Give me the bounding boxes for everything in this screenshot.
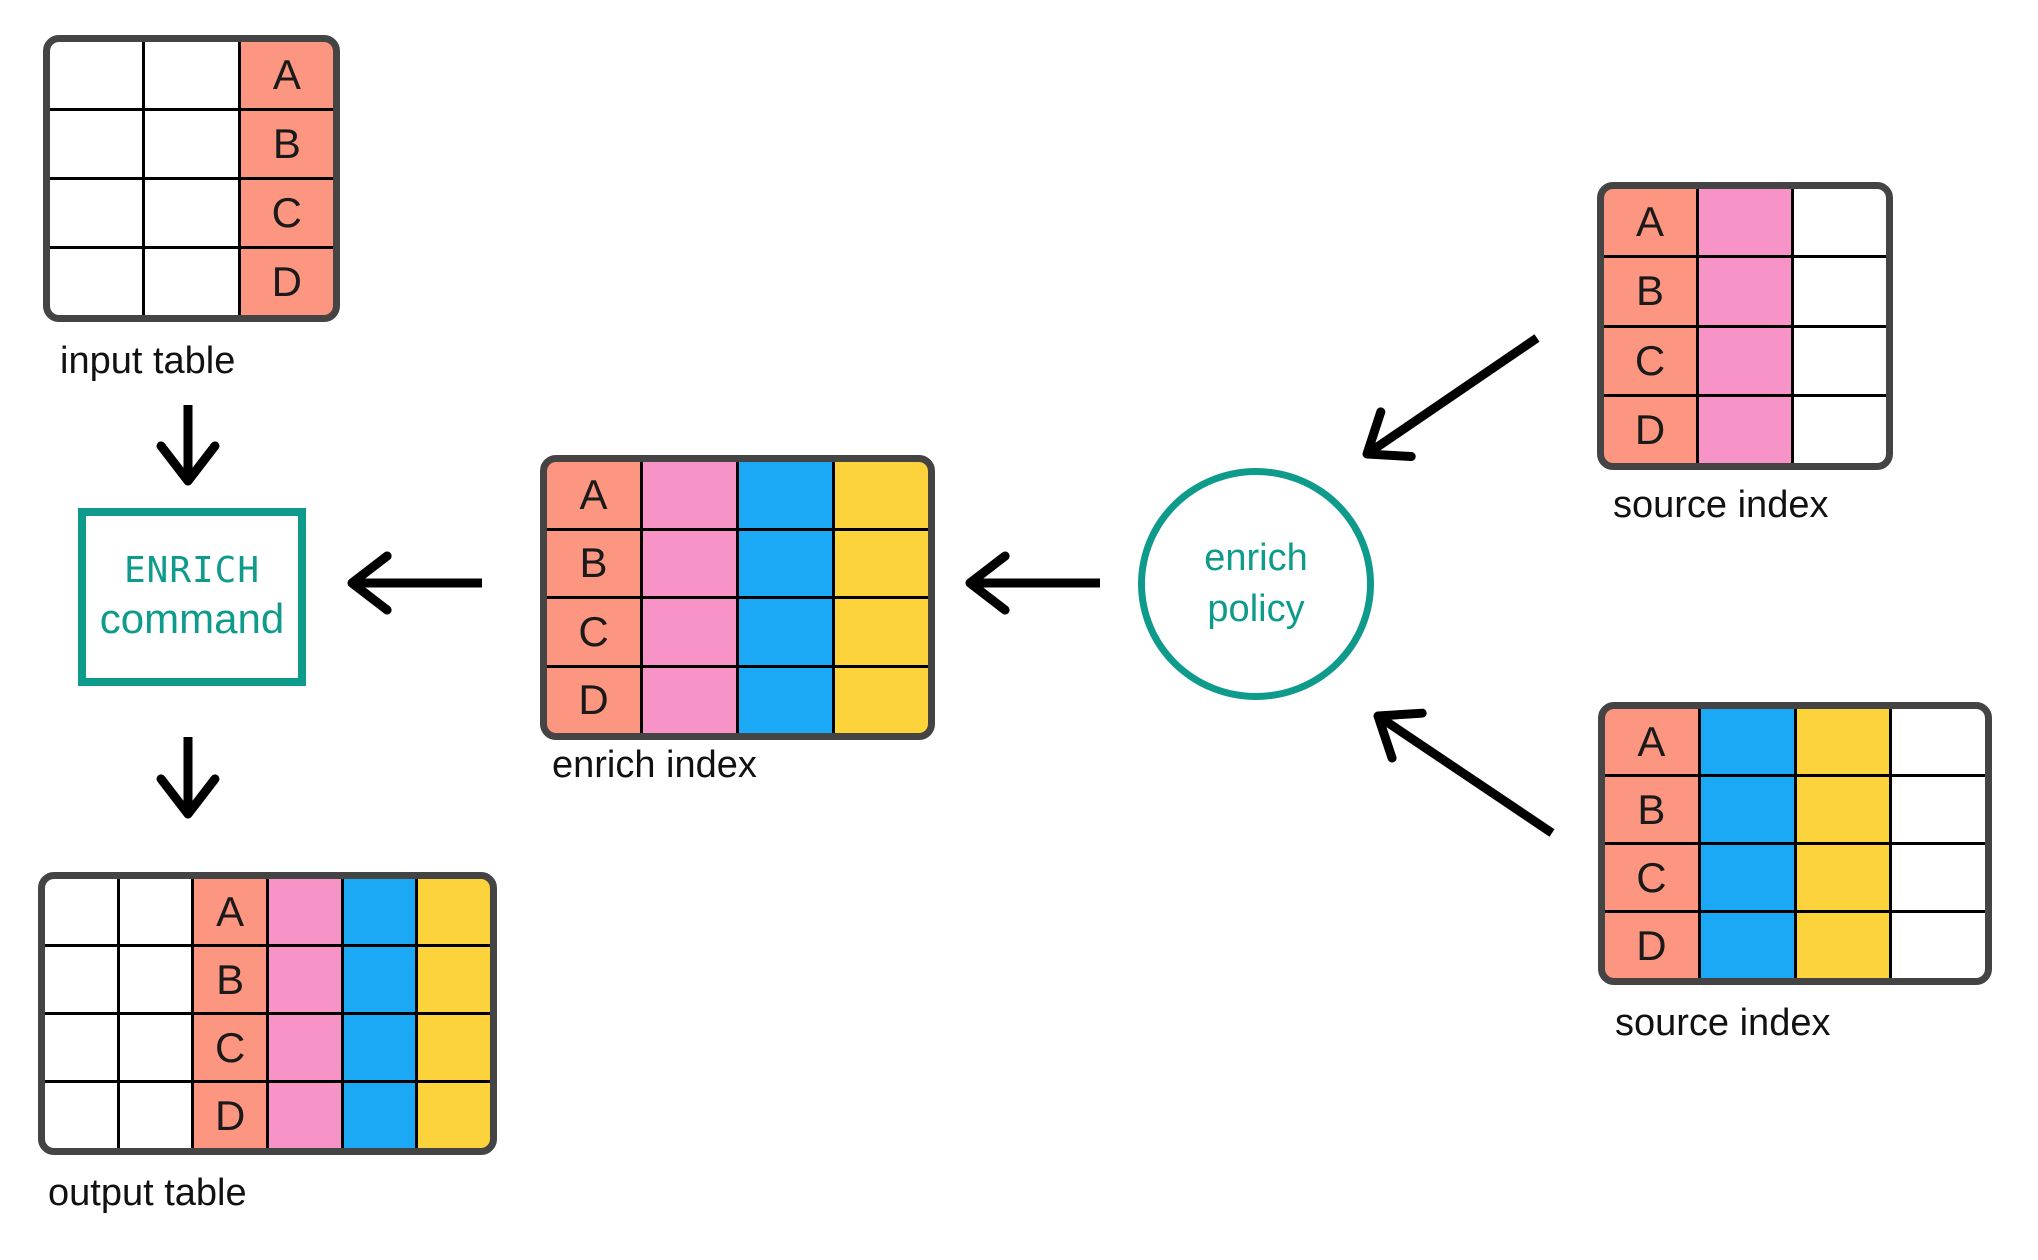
table-cell xyxy=(418,879,490,944)
table-cell xyxy=(45,947,117,1012)
table-cell xyxy=(1892,845,1985,910)
table-cell xyxy=(739,599,832,665)
table-cell: A xyxy=(547,462,640,528)
table-cell xyxy=(343,1083,416,1148)
table-cell xyxy=(835,667,928,733)
table-cell xyxy=(1794,396,1886,463)
table-cell: A xyxy=(1605,709,1698,774)
table-cell xyxy=(1892,709,1985,774)
enrich-command-line1: ENRICH xyxy=(123,550,261,592)
table-cell xyxy=(1699,396,1791,463)
table-cell: D xyxy=(240,249,333,315)
table-cell xyxy=(45,1083,117,1148)
table-cell xyxy=(1794,189,1886,256)
table-cell xyxy=(343,879,416,944)
table-cell: C xyxy=(1605,845,1698,910)
table-cell xyxy=(418,1083,490,1148)
table-cell xyxy=(1796,709,1890,774)
table-cell: D xyxy=(194,1083,266,1148)
table-cell xyxy=(119,879,192,944)
enrich-policy-line2: policy xyxy=(1207,588,1305,630)
table-cell: A xyxy=(240,42,333,108)
table-cell: C xyxy=(547,599,640,665)
table-cell xyxy=(1892,777,1985,842)
table-cell xyxy=(1700,777,1794,842)
table-cell xyxy=(268,1015,341,1080)
table-cell xyxy=(1892,913,1985,978)
table-cell xyxy=(1699,258,1791,325)
table-cell: A xyxy=(1604,189,1696,256)
table-cell xyxy=(739,667,832,733)
table-cell: B xyxy=(547,530,640,596)
table-cell xyxy=(145,42,238,108)
table-cell xyxy=(418,1015,490,1080)
enrich-policy-circle: enrich policy xyxy=(1138,468,1374,700)
table-cell xyxy=(739,462,832,528)
table-cell xyxy=(145,180,238,246)
enrich-policy-line1: enrich xyxy=(1204,536,1308,579)
table-cell xyxy=(343,947,416,1012)
table-cell xyxy=(1794,258,1886,325)
table-cell xyxy=(343,1015,416,1080)
table-cell xyxy=(268,947,341,1012)
table-cell xyxy=(643,599,736,665)
table-cell xyxy=(1700,845,1794,910)
table-cell xyxy=(119,1015,192,1080)
table-cell: D xyxy=(547,667,640,733)
table-cell xyxy=(268,879,341,944)
table-cell xyxy=(45,1015,117,1080)
source-index-bottom-label: source index xyxy=(1615,1002,1831,1044)
table-cell xyxy=(50,180,143,246)
source-index-top-label: source index xyxy=(1613,484,1829,526)
table-cell xyxy=(50,111,143,177)
table-cell xyxy=(643,530,736,596)
table-cell xyxy=(1699,327,1791,394)
enrich-command-box: ENRICH command xyxy=(78,508,306,686)
table-cell: C xyxy=(1604,327,1696,394)
table-cell xyxy=(835,530,928,596)
table-cell xyxy=(643,667,736,733)
arrow-source-bottom-to-policy xyxy=(1373,708,1555,837)
table-cell xyxy=(268,1083,341,1148)
table-cell: B xyxy=(1604,258,1696,325)
table-cell: B xyxy=(240,111,333,177)
table-cell xyxy=(50,42,143,108)
output-table-label: output table xyxy=(48,1172,247,1214)
table-cell: B xyxy=(194,947,266,1012)
table-cell: D xyxy=(1605,913,1698,978)
table-cell: C xyxy=(194,1015,266,1080)
arrow-source-top-to-policy xyxy=(1362,334,1540,462)
table-cell xyxy=(1699,189,1791,256)
table-cell: A xyxy=(194,879,266,944)
table-cell xyxy=(1796,777,1890,842)
table-cell: B xyxy=(1605,777,1698,842)
table-cell xyxy=(1796,845,1890,910)
table-cell xyxy=(418,947,490,1012)
table-cell xyxy=(739,530,832,596)
table-cell xyxy=(145,249,238,315)
table-cell xyxy=(1700,913,1794,978)
table-cell xyxy=(50,249,143,315)
table-cell xyxy=(643,462,736,528)
table-cell xyxy=(835,462,928,528)
table-cell xyxy=(45,879,117,944)
input-table-label: input table xyxy=(60,340,236,382)
table-cell: D xyxy=(1604,396,1696,463)
table-cell xyxy=(119,1083,192,1148)
table-cell xyxy=(1796,913,1890,978)
table-cell xyxy=(119,947,192,1012)
table-cell xyxy=(1794,327,1886,394)
table-cell xyxy=(145,111,238,177)
table-cell: C xyxy=(240,180,333,246)
table-cell xyxy=(835,599,928,665)
enrich-command-line2: command xyxy=(99,595,285,643)
table-cell xyxy=(1700,709,1794,774)
enrich-index-label: enrich index xyxy=(552,744,757,786)
